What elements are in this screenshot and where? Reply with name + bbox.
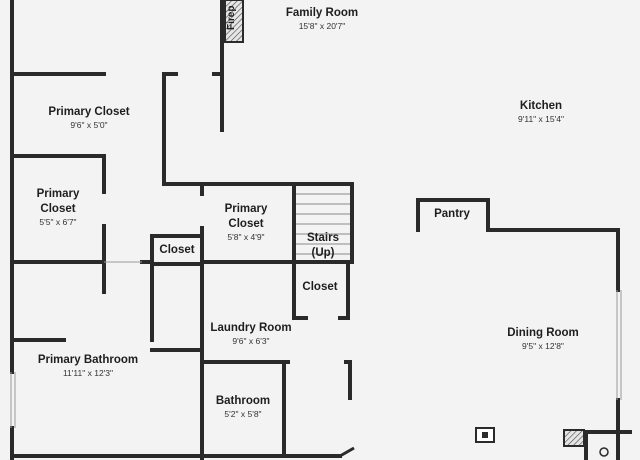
room-stairs-name: Stairs (Up) — [307, 232, 339, 259]
room-laundry: Laundry Room 9'6" x 6'3" — [210, 321, 291, 347]
room-family-dim: 15'8" x 20'7" — [298, 21, 346, 31]
room-closet-1: Closet — [159, 243, 194, 258]
fireplace-label: Firep — [226, 5, 237, 30]
room-dining-name: Dining Room — [507, 327, 579, 339]
room-closet-1-name: Closet — [159, 244, 195, 256]
room-laundry-dim: 9'6" x 6'3" — [232, 336, 270, 346]
room-dining: Dining Room 9'5" x 12'8" — [507, 326, 579, 352]
room-kitchen-name: Kitchen — [519, 100, 563, 112]
room-dining-dim: 9'5" x 12'8" — [522, 341, 564, 351]
fixture-toilet — [599, 447, 609, 457]
room-family-name: Family Room — [285, 7, 359, 19]
room-bathroom-dim: 5'2" x 5'8" — [224, 409, 262, 419]
room-primary-closet-3-dim: 5'8" x 4'9" — [227, 232, 265, 242]
fixture-column — [563, 429, 585, 447]
room-closet-2-name: Closet — [302, 281, 338, 293]
room-primary-closet-1-name: Primary Closet — [48, 106, 130, 118]
fixture-vent-inner — [482, 432, 488, 438]
room-pantry-name: Pantry — [434, 208, 470, 220]
room-closet-2: Closet — [302, 280, 337, 295]
room-primary-closet-2-name: Primary Closet — [36, 188, 80, 215]
room-primary-bath: Primary Bathroom 11'11" x 12'3" — [38, 353, 138, 379]
room-bathroom-name: Bathroom — [215, 395, 271, 407]
room-primary-closet-1: Primary Closet 9'6" x 5'0" — [48, 105, 129, 131]
room-primary-closet-3-name: Primary Closet — [224, 203, 268, 230]
walls — [10, 0, 632, 460]
room-kitchen: Kitchen 9'11" x 15'4" — [518, 99, 564, 125]
stair-treads — [296, 193, 350, 255]
room-primary-bath-dim: 11'11" x 12'3" — [62, 368, 114, 378]
room-primary-closet-3: Primary Closet 5'8" x 4'9" — [225, 202, 268, 243]
room-family: Family Room 15'8" x 20'7" — [286, 6, 358, 32]
room-stairs: Stairs (Up) — [307, 231, 339, 261]
room-primary-closet-1-dim: 9'6" x 5'0" — [70, 120, 108, 130]
fireplace — [224, 0, 244, 43]
room-laundry-name: Laundry Room — [210, 322, 292, 334]
room-bathroom: Bathroom 5'2" x 5'8" — [216, 394, 270, 420]
room-kitchen-dim: 9'11" x 15'4" — [518, 114, 564, 124]
room-primary-closet-2-dim: 5'5" x 6'7" — [39, 217, 77, 227]
room-primary-bath-name: Primary Bathroom — [37, 354, 139, 366]
room-primary-closet-2: Primary Closet 5'5" x 6'7" — [37, 187, 80, 228]
windows — [10, 261, 622, 428]
room-pantry: Pantry — [434, 207, 470, 222]
bottom-wall-stub — [339, 446, 355, 458]
